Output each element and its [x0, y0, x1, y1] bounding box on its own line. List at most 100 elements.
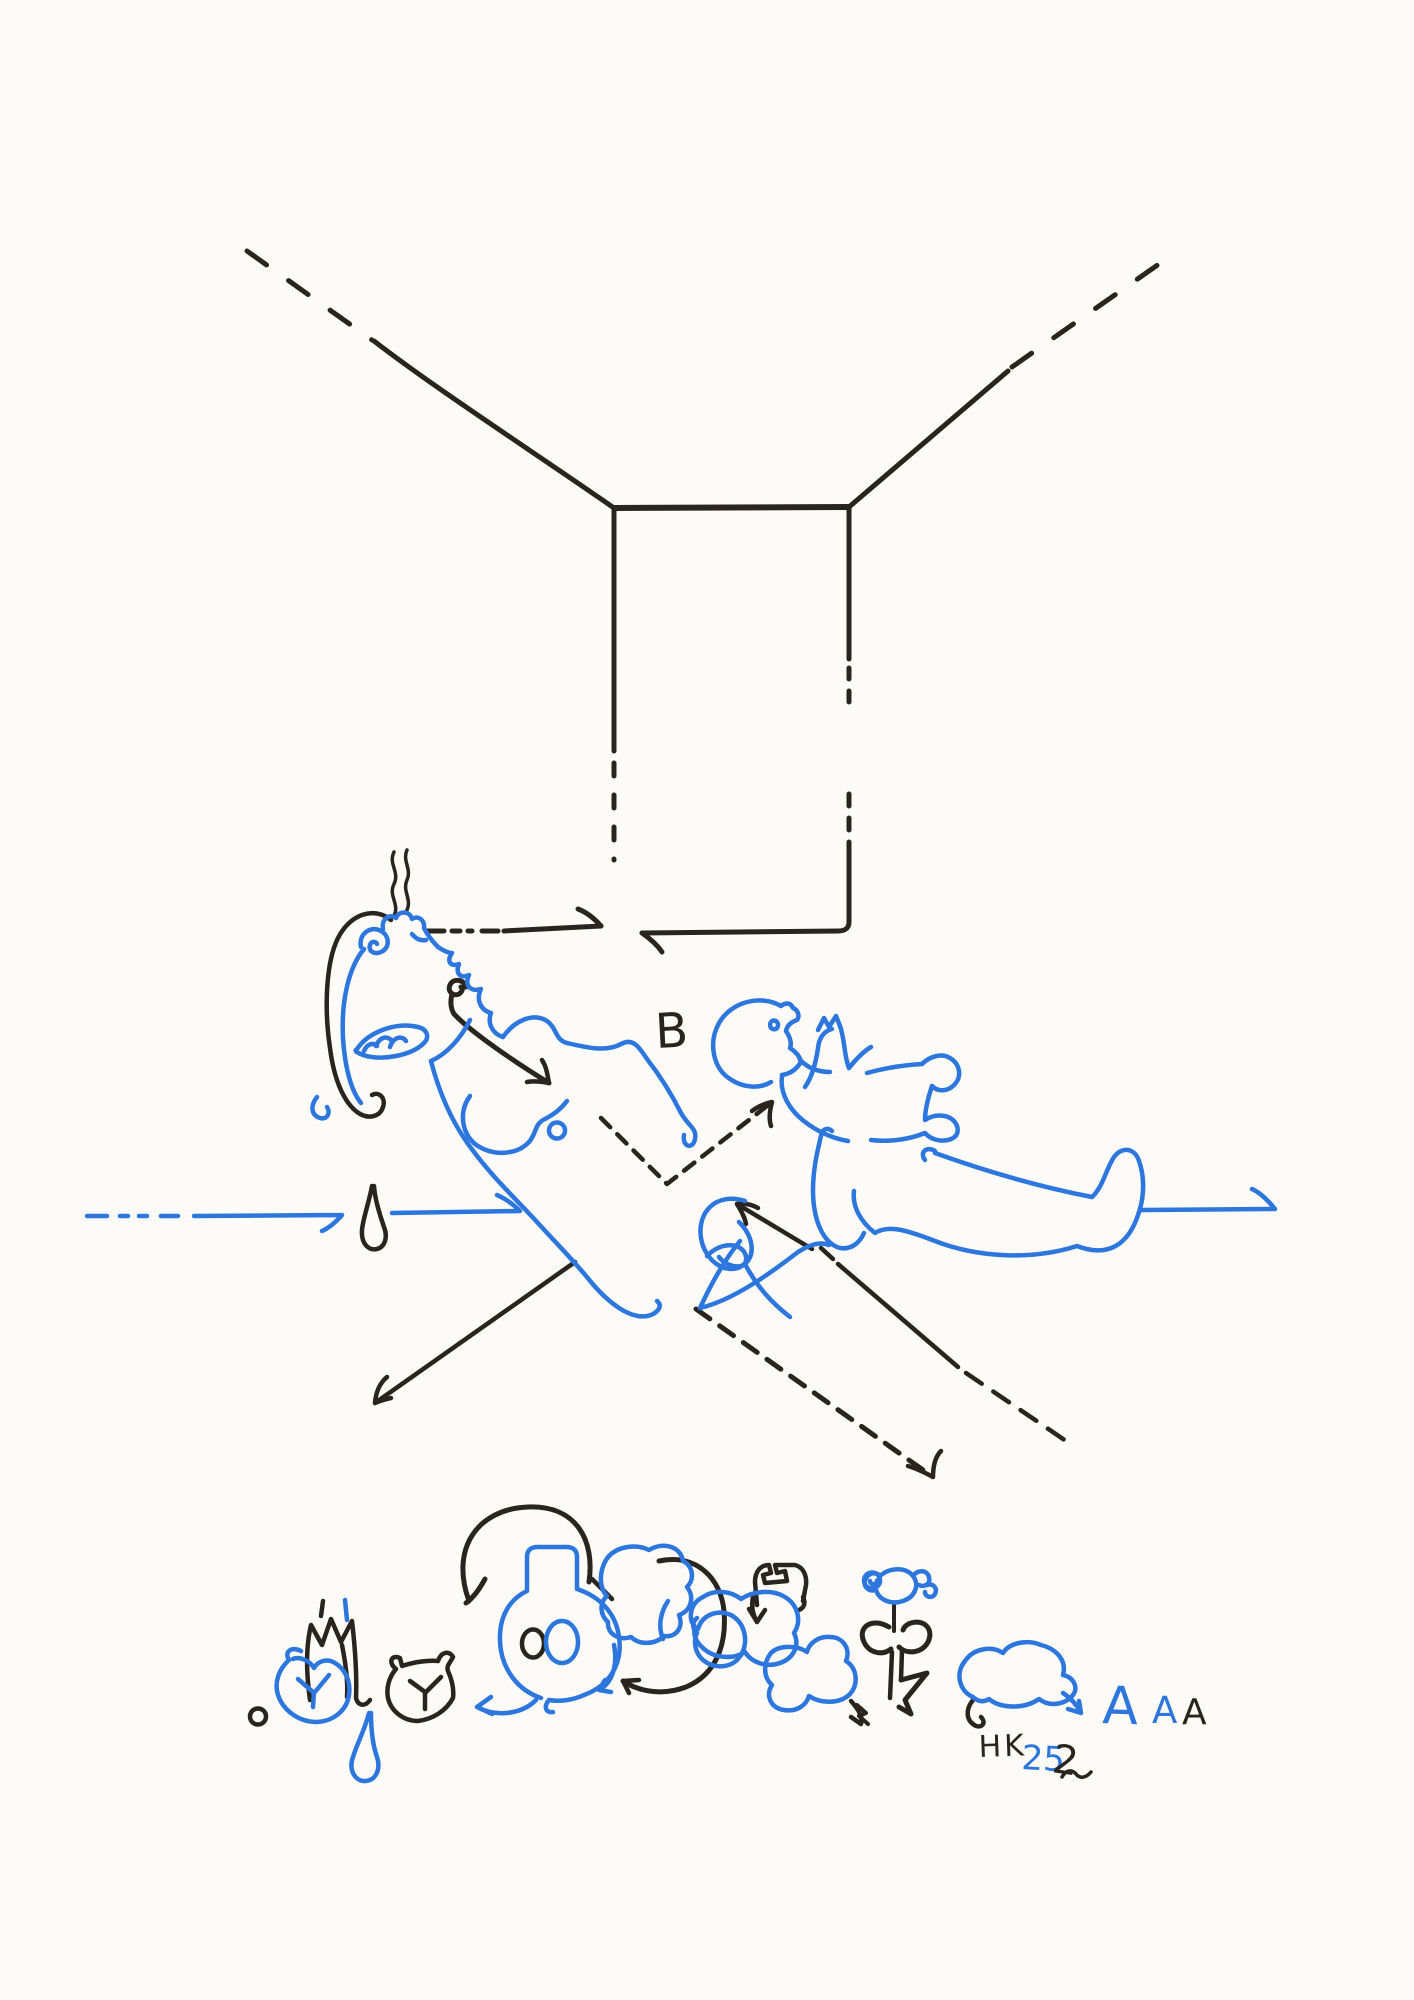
ceiling-right-diagonal: [846, 368, 1011, 510]
arrow-solid-up-left-head: [734, 1201, 761, 1227]
bent-arrow-with-loop: [446, 977, 552, 1086]
ceiling-top-edge: [611, 504, 852, 511]
baby-second-arm: [846, 1044, 874, 1071]
woman-knee-loop: [698, 1196, 754, 1272]
woman-nose: [380, 910, 441, 950]
anchor-bolt-arrow: [896, 1670, 930, 1717]
flask-foot: [796, 1594, 807, 1613]
arrow-dashed-v-head: [749, 1099, 775, 1129]
cloud-blob-inner-curve: [658, 1598, 671, 1642]
nose-breath-arrow: [501, 923, 604, 934]
crown-tick-blue: [342, 1597, 350, 1623]
crown-shape: [304, 1616, 373, 1707]
ring-arc-around-blob: [620, 1557, 727, 1695]
baby-eye: [767, 1018, 781, 1032]
black-ink-layer: [244, 248, 1172, 1779]
letters-layer: B A A A HK 25 2: [654, 1002, 1207, 1785]
ceiling-right-diagonal-dashed: [1009, 254, 1172, 370]
small-circle: [247, 1706, 269, 1727]
peanut-blob-2: [762, 1634, 858, 1713]
woman-arm-right: [644, 1056, 698, 1148]
smoke-squiggle-2: [403, 848, 411, 912]
blob-tail-arrow: [596, 1642, 618, 1695]
bird-body: [862, 1567, 919, 1605]
line-dash-solid-dash-c: [963, 1370, 1069, 1444]
bent-arrow-arrowhead: [524, 1057, 552, 1086]
guide-arrow-mid: [389, 1192, 523, 1216]
ceiling-left-diagonal-dashed: [244, 248, 375, 343]
woman-body-left-edge: [428, 1058, 662, 1319]
crown-tick-black: [318, 1598, 326, 1619]
signature-squiggle: [1060, 1769, 1093, 1779]
cloud-right-with-tail: [957, 1640, 1078, 1709]
baby-raised-arm: [802, 1013, 852, 1090]
guide-arrow-left: [191, 1212, 345, 1234]
peanut-blob-1: [688, 1589, 801, 1668]
arrow-solid-up-left: [734, 1201, 815, 1252]
arrow-dashed-v-up-right: [598, 1099, 775, 1187]
woman-pointed-foot: [1089, 1147, 1146, 1215]
arrow-dashed-down-right: [693, 1306, 933, 1478]
balloon-arc-tick: [463, 1576, 488, 1606]
woman-crotch-loop: [704, 1243, 749, 1269]
balloon-arc: [460, 1504, 593, 1604]
gear-head-mouth-curl: [543, 1692, 587, 1715]
baby-back-belly: [779, 1073, 851, 1144]
signature-initials: HK: [978, 1728, 1027, 1765]
gear-eye-blue: [543, 1618, 581, 1666]
cup-with-y-black: [385, 1650, 456, 1724]
woman-shoulder: [500, 1015, 650, 1062]
woman-thigh-barb: [920, 1146, 938, 1163]
woman-crotch-curve-b: [697, 1241, 832, 1311]
teardrop-black: [359, 1183, 388, 1252]
woman-breast: [460, 1093, 570, 1155]
cloud-c-hook: [965, 1697, 986, 1729]
wall-elbow-arrow: [639, 851, 852, 936]
ring-arc-arrowhead: [620, 1677, 642, 1696]
label-b: B: [654, 1002, 690, 1060]
woman-mouth-jaw: [435, 944, 506, 1040]
woman-nipple-ring: [546, 1120, 568, 1141]
nose-breath-arrowhead: [575, 906, 604, 929]
cup-blue-y-glyph: [295, 1672, 332, 1710]
letter-a-medium: A: [1152, 1689, 1177, 1732]
anchor-bar: [859, 1619, 933, 1656]
woman-knee-loop-tail: [742, 1261, 793, 1320]
gear-head-outline: [497, 1544, 622, 1701]
cup-black-y-glyph: [407, 1674, 444, 1712]
flask-shape: [752, 1562, 809, 1608]
blue-ink-layer: [84, 910, 1278, 1784]
letter-a-small: A: [1182, 1692, 1207, 1733]
arrow-solid-down-left-head: [372, 1374, 394, 1406]
woman-chin-curl: [310, 1094, 331, 1121]
woman-nostril: [409, 931, 429, 943]
cup-with-y-blue: [274, 1646, 352, 1725]
cloud-right-tail-arrow: [1060, 1690, 1084, 1716]
line-dash-solid-dash-b: [835, 1261, 961, 1370]
woman-ear-spiral: [358, 926, 390, 956]
woman-hair-curve: [324, 910, 394, 1119]
woman-leg-underside: [851, 1188, 1142, 1258]
arrow-dashed-down-right-head: [905, 1448, 944, 1480]
ceiling-left-diagonal: [371, 338, 617, 511]
woman-cheek-line: [340, 946, 367, 1106]
baby-head: [710, 998, 784, 1089]
signature-number: 25: [1021, 1738, 1066, 1780]
woman-eye-shell-ridges: [361, 1035, 409, 1054]
teardrop-blue: [349, 1710, 381, 1784]
smoke-squiggle-1: [390, 850, 398, 918]
woman-thigh-top: [932, 1150, 1095, 1200]
baby-upper-leg-foot: [864, 1053, 962, 1093]
woman-closed-eye-shell: [353, 1023, 430, 1060]
woman-chest-rise: [428, 1017, 473, 1064]
bird-tail-rings: [910, 1569, 939, 1600]
gear-head-tail-arrow: [474, 1694, 539, 1717]
peanut2-black-tail: [848, 1698, 864, 1727]
wall-elbow-arrowhead: [639, 930, 665, 955]
arrow-solid-down-left: [372, 1259, 578, 1406]
guide-line-right: [1137, 1186, 1278, 1213]
anchor-shaft: [887, 1647, 905, 1701]
